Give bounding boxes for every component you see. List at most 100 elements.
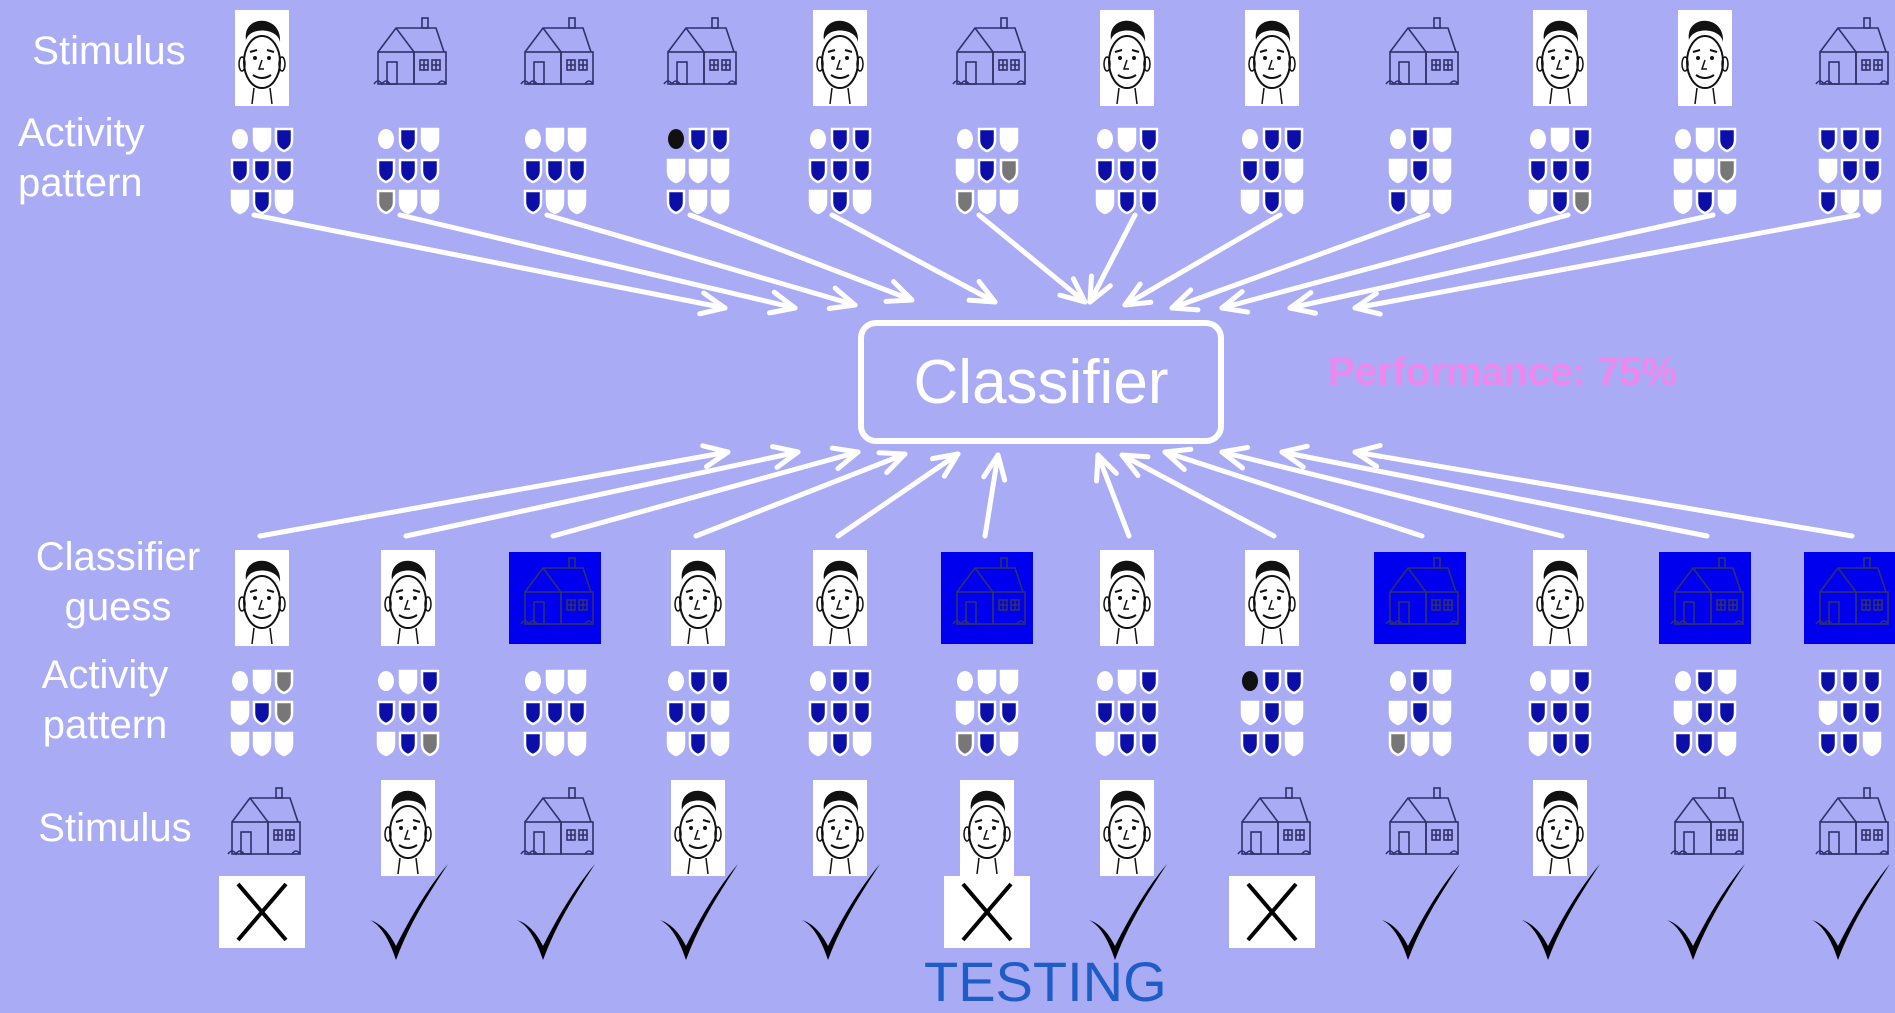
voxel-shield	[1139, 700, 1159, 726]
voxel-shield	[545, 127, 565, 153]
voxel-shield	[1550, 669, 1570, 695]
voxel-shield	[808, 158, 828, 184]
voxel-dot	[668, 129, 684, 149]
voxel-shield	[420, 700, 440, 726]
voxel-shield	[808, 731, 828, 757]
arrow	[1279, 443, 1710, 539]
voxel-shield	[1695, 731, 1715, 757]
voxel-shield	[1139, 158, 1159, 184]
voxel-shield	[1117, 700, 1137, 726]
voxel-shield	[1240, 158, 1260, 184]
arrow	[981, 452, 1008, 539]
voxel-shield	[523, 189, 543, 215]
voxel-shield	[376, 158, 396, 184]
voxel-shield	[545, 669, 565, 695]
voxel-shield	[710, 700, 730, 726]
activity-pattern	[376, 669, 440, 757]
house-stimulus-image	[663, 17, 737, 85]
voxel-shield	[1117, 731, 1137, 757]
voxel-shield	[1139, 731, 1159, 757]
voxel-shield	[688, 158, 708, 184]
voxel-shield	[252, 158, 272, 184]
checkmark-icon	[517, 864, 595, 960]
voxel-shield	[1818, 669, 1838, 695]
voxel-dot	[232, 671, 248, 691]
voxel-shield	[567, 669, 587, 695]
house-stimulus-image	[1237, 787, 1311, 855]
voxel-shield	[1818, 700, 1838, 726]
arrow	[829, 212, 998, 305]
voxel-shield	[230, 158, 250, 184]
arrow	[1087, 212, 1138, 305]
voxel-shield	[830, 700, 850, 726]
performance-text: Performance: 75%	[1328, 350, 1678, 394]
house-guess-image	[1804, 552, 1895, 644]
arrow	[397, 212, 798, 316]
voxel-shield	[567, 731, 587, 757]
activity-pattern	[1818, 127, 1882, 215]
voxel-shield	[545, 189, 565, 215]
face-stimulus-image	[1099, 9, 1155, 107]
voxel-shield	[1432, 700, 1452, 726]
face-guess-image	[234, 549, 290, 647]
voxel-shield	[1572, 189, 1592, 215]
voxel-shield	[999, 669, 1019, 695]
house-guess-image	[1374, 552, 1466, 644]
voxel-shield	[1550, 158, 1570, 184]
voxel-shield	[1240, 731, 1260, 757]
house-stimulus-image	[1815, 787, 1889, 855]
voxel-shield	[376, 731, 396, 757]
voxel-shield	[852, 127, 872, 153]
voxel-shield	[852, 700, 872, 726]
voxel-dot	[1242, 129, 1258, 149]
checkmark-icon	[802, 864, 880, 960]
voxel-shield	[398, 158, 418, 184]
face-guess-image	[380, 549, 436, 647]
voxel-shield	[1550, 189, 1570, 215]
voxel-shield	[1862, 700, 1882, 726]
voxel-shield	[523, 700, 543, 726]
voxel-shield	[1550, 700, 1570, 726]
activity-pattern	[955, 127, 1019, 215]
voxel-shield	[1695, 189, 1715, 215]
voxel-shield	[830, 158, 850, 184]
voxel-shield	[1695, 158, 1715, 184]
activity-pattern	[808, 127, 872, 215]
voxel-shield	[1284, 731, 1304, 757]
voxel-shield	[1550, 731, 1570, 757]
voxel-shield	[1262, 731, 1282, 757]
checkmark-icon	[1382, 864, 1460, 960]
activity-pattern	[1528, 669, 1592, 757]
voxel-shield	[1840, 700, 1860, 726]
voxel-shield	[398, 669, 418, 695]
voxel-shield	[1410, 731, 1430, 757]
voxel-shield	[567, 127, 587, 153]
activity-pattern	[230, 127, 294, 215]
face-stimulus-image	[670, 779, 726, 877]
voxel-shield	[1717, 158, 1737, 184]
activity-pattern	[1673, 127, 1737, 215]
voxel-shield	[1432, 669, 1452, 695]
voxel-dot	[1390, 671, 1406, 691]
voxel-shield	[230, 731, 250, 757]
face-stimulus-image	[1244, 9, 1300, 107]
house-stimulus-image	[373, 17, 447, 85]
voxel-shield	[999, 158, 1019, 184]
stimulus-bottom-label: Stimulus	[38, 806, 192, 850]
activity-pattern	[1240, 669, 1304, 757]
voxel-shield	[567, 158, 587, 184]
voxel-shield	[230, 189, 250, 215]
arrow	[1162, 446, 1425, 539]
classifier-box: Classifier	[858, 320, 1224, 444]
voxel-shield	[545, 700, 565, 726]
arrow	[1287, 212, 1716, 316]
voxel-shield	[955, 700, 975, 726]
voxel-shield	[1818, 158, 1838, 184]
voxel-shield	[1673, 189, 1693, 215]
voxel-shield	[1262, 158, 1282, 184]
voxel-shield	[1528, 731, 1548, 757]
voxel-shield	[710, 127, 730, 153]
voxel-shield	[1284, 700, 1304, 726]
voxel-shield	[1572, 700, 1592, 726]
voxel-shield	[955, 189, 975, 215]
